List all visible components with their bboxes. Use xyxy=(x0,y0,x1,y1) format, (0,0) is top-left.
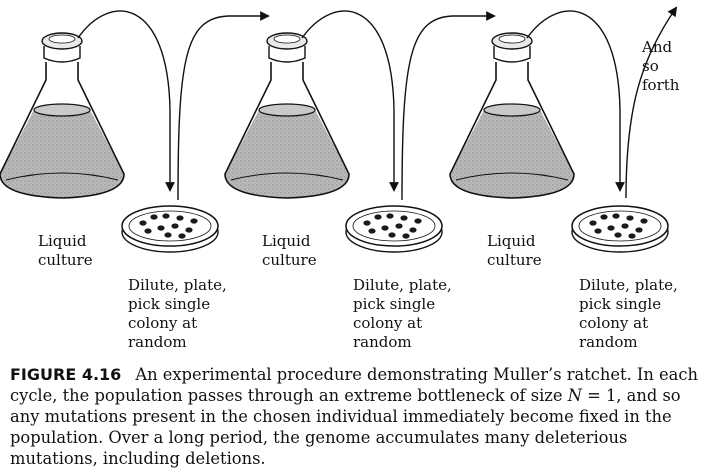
flask-neck xyxy=(43,46,81,63)
caption-n-symbol: N xyxy=(567,386,582,405)
flask-base-curve xyxy=(230,172,344,181)
colony-dot xyxy=(386,213,394,219)
flask-base-curve xyxy=(5,172,119,181)
flask-cap-top xyxy=(498,34,526,44)
colony-dot xyxy=(589,220,597,226)
colony-dot xyxy=(381,225,389,231)
flask-neck xyxy=(268,46,306,63)
flask-label-2: Liquid culture xyxy=(262,232,317,270)
flask-neck xyxy=(493,46,531,63)
dish-agar xyxy=(352,210,436,242)
colony-dot xyxy=(400,215,408,221)
procedure-diagram xyxy=(0,6,678,253)
flask-glass xyxy=(449,62,575,199)
colony-dot xyxy=(621,223,629,229)
plate-label-1: Dilute, plate, pick single colony at ran… xyxy=(128,276,227,352)
flask-2 xyxy=(224,32,350,199)
arrow-flask-to-plate-3 xyxy=(526,10,625,192)
arrow-flask-to-plate-1 xyxy=(77,10,175,192)
colony-dot xyxy=(594,228,602,234)
colony-dot xyxy=(185,227,193,233)
flask-glass xyxy=(224,62,350,199)
colony-dot xyxy=(402,233,410,239)
petri-dish-3 xyxy=(571,205,669,253)
liquid-culture xyxy=(450,110,574,198)
flask-label-text: Liquid culture xyxy=(487,232,542,269)
flask-label-text: Liquid culture xyxy=(38,232,93,269)
colony-dot xyxy=(144,228,152,234)
colony-dot xyxy=(363,220,371,226)
colony-dot xyxy=(368,228,376,234)
flask-1 xyxy=(0,32,125,199)
colony-dot xyxy=(374,214,382,220)
flask-label-text: Liquid culture xyxy=(262,232,317,269)
flask-base-curve xyxy=(455,172,569,181)
plate-label-3: Dilute, plate, pick single colony at ran… xyxy=(579,276,678,352)
continuation-label: And so forth xyxy=(642,38,679,95)
petri-dish-1 xyxy=(121,205,219,253)
dish-agar xyxy=(578,210,662,242)
flask-label-1: Liquid culture xyxy=(38,232,93,270)
caption-text-2: = 1, and so any mutations present in the… xyxy=(10,386,681,468)
plate-label-text: Dilute, plate, pick single colony at ran… xyxy=(128,276,227,351)
plate-label-text: Dilute, plate, pick single colony at ran… xyxy=(353,276,452,351)
flask-label-3: Liquid culture xyxy=(487,232,542,270)
arrow-plate-to-flask-2 xyxy=(177,11,270,201)
colony-dot xyxy=(409,227,417,233)
arrow-flask-to-plate-2 xyxy=(301,10,399,192)
figure-id: FIGURE 4.16 xyxy=(10,365,122,384)
liquid-surface xyxy=(258,103,316,117)
colony-dot xyxy=(176,215,184,221)
petri-dish-2 xyxy=(345,205,443,253)
colony-dot xyxy=(164,232,172,238)
colony-dot xyxy=(190,218,198,224)
colony-dot xyxy=(414,218,422,224)
colony-dot xyxy=(607,225,615,231)
colony-dot xyxy=(171,223,179,229)
dish-agar xyxy=(128,210,212,242)
continuation-text: And so forth xyxy=(642,38,680,94)
colony-dot xyxy=(157,225,165,231)
colony-dot xyxy=(162,213,170,219)
plate-label-text: Dilute, plate, pick single colony at ran… xyxy=(579,276,678,351)
arrow-continue xyxy=(625,6,678,199)
colony-dot xyxy=(612,213,620,219)
colony-dot xyxy=(640,218,648,224)
flask-glass xyxy=(0,62,125,199)
colony-dot xyxy=(388,232,396,238)
colony-dot xyxy=(395,223,403,229)
liquid-culture xyxy=(225,110,349,198)
colony-dot xyxy=(178,233,186,239)
colony-dot xyxy=(150,214,158,220)
colony-dot xyxy=(626,215,634,221)
plate-label-2: Dilute, plate, pick single colony at ran… xyxy=(353,276,452,352)
colony-dot xyxy=(139,220,147,226)
flask-cap-top xyxy=(48,34,76,44)
arrow-plate-to-flask-3 xyxy=(401,11,496,201)
flask-3 xyxy=(449,32,575,199)
caption-text-1: An experimental procedure demonstrating … xyxy=(10,365,698,405)
liquid-culture xyxy=(0,110,124,198)
liquid-surface xyxy=(33,103,91,117)
colony-dot xyxy=(600,214,608,220)
colony-dot xyxy=(628,233,636,239)
liquid-surface xyxy=(483,103,541,117)
colony-dot xyxy=(635,227,643,233)
colony-dot xyxy=(614,232,622,238)
flask-cap-top xyxy=(273,34,301,44)
